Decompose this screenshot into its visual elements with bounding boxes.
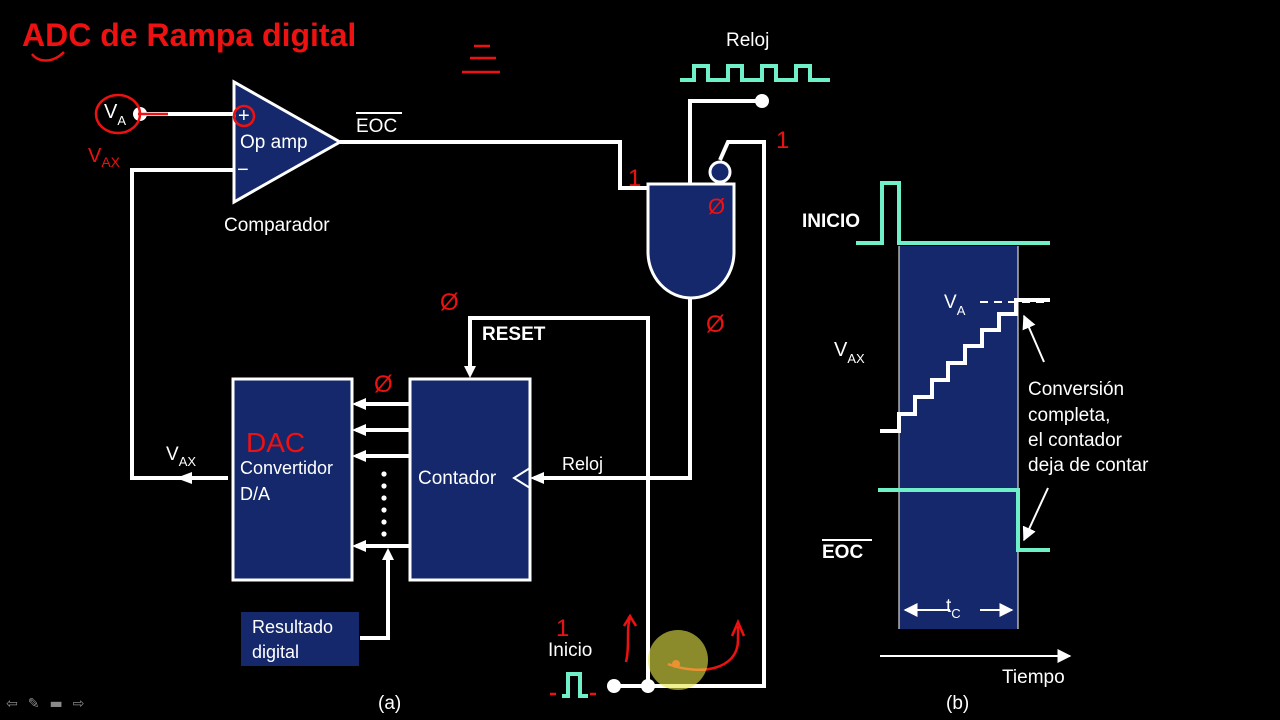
dac-label-line2: D/A (240, 484, 270, 504)
cursor-highlight (648, 630, 708, 690)
page-title: ADC de Rampa digital (22, 17, 356, 53)
start-label: Inicio (548, 640, 592, 661)
hand-annotations (31, 44, 746, 696)
panel-b-label: (b) (946, 693, 969, 714)
dac-block (231, 377, 354, 582)
note-line-2: completa, (1028, 405, 1110, 426)
start-pulse (562, 672, 588, 698)
wire-arrowheads (176, 366, 544, 560)
clock-label: Reloj (726, 30, 769, 51)
result-box (241, 612, 359, 666)
hand-zero-and: Ø (708, 194, 725, 219)
op-amp-minus: − (237, 159, 249, 181)
clock-terminal (755, 94, 769, 108)
vax-staircase (880, 298, 1050, 433)
and-gate (646, 182, 736, 300)
dac-label-line1: Convertidor (240, 458, 333, 478)
timing-vax-label: VAX (834, 339, 865, 366)
and-gate-inverter-bubble (708, 160, 732, 184)
comparator-label: Comparador (224, 215, 330, 236)
timing-va-label: VA (944, 292, 966, 318)
bus-ellipsis-dots (381, 471, 387, 537)
tc-label: tC (946, 596, 961, 621)
counter-clock-triangle (512, 467, 531, 489)
counter-label: Contador (418, 468, 497, 489)
note-arrow-top (1022, 314, 1045, 363)
counter-clock-label: Reloj (562, 454, 603, 474)
timing-start-label: INICIO (802, 211, 860, 232)
hand-zero-out: Ø (706, 311, 725, 338)
start-junction (641, 679, 655, 693)
note-line-1: Conversión (1028, 379, 1124, 400)
timing-eoc-label: EOC (822, 542, 863, 563)
clock-waveform (680, 64, 830, 82)
note-arrow-bottom (1022, 487, 1049, 542)
op-amp-label: Op amp (240, 132, 308, 153)
hand-dac: DAC (246, 427, 305, 458)
vax-label: VAX (166, 444, 196, 469)
start-terminal (607, 679, 621, 693)
menu-icon[interactable]: ▬ (49, 696, 63, 712)
result-label-line2: digital (252, 642, 299, 662)
reset-label: RESET (482, 324, 546, 345)
op-amp-plus: + (238, 105, 250, 127)
panel-a-label: (a) (378, 693, 401, 714)
slide-nav: ⇦ ✎ ▬ ⇨ (6, 696, 84, 712)
hand-zero-bus: Ø (374, 371, 393, 398)
eoc-label: EOC (356, 116, 397, 137)
conversion-window (899, 246, 1018, 629)
op-amp (232, 79, 344, 205)
counter-block (408, 377, 532, 582)
next-slide-icon[interactable]: ⇨ (72, 696, 85, 712)
prev-slide-icon[interactable]: ⇦ (6, 696, 18, 712)
time-label: Tiempo (1002, 667, 1065, 688)
hand-one-and: 1 (628, 165, 641, 192)
hand-vax: VAX (88, 145, 121, 170)
result-label-line1: Resultado (252, 617, 333, 637)
hand-zero-reset: Ø (440, 289, 459, 316)
note-line-3: el contador (1028, 430, 1123, 451)
start-waveform (856, 181, 1050, 245)
note-line-4: deja de contar (1028, 455, 1149, 476)
va-label: VA (104, 101, 126, 128)
circuit-wires (130, 99, 766, 688)
pen-icon[interactable]: ✎ (27, 696, 40, 712)
data-bus-arrowheads (352, 398, 366, 552)
hand-one-clock: 1 (776, 127, 789, 154)
hand-one-start: 1 (556, 615, 569, 642)
eoc-waveform (878, 488, 1050, 552)
